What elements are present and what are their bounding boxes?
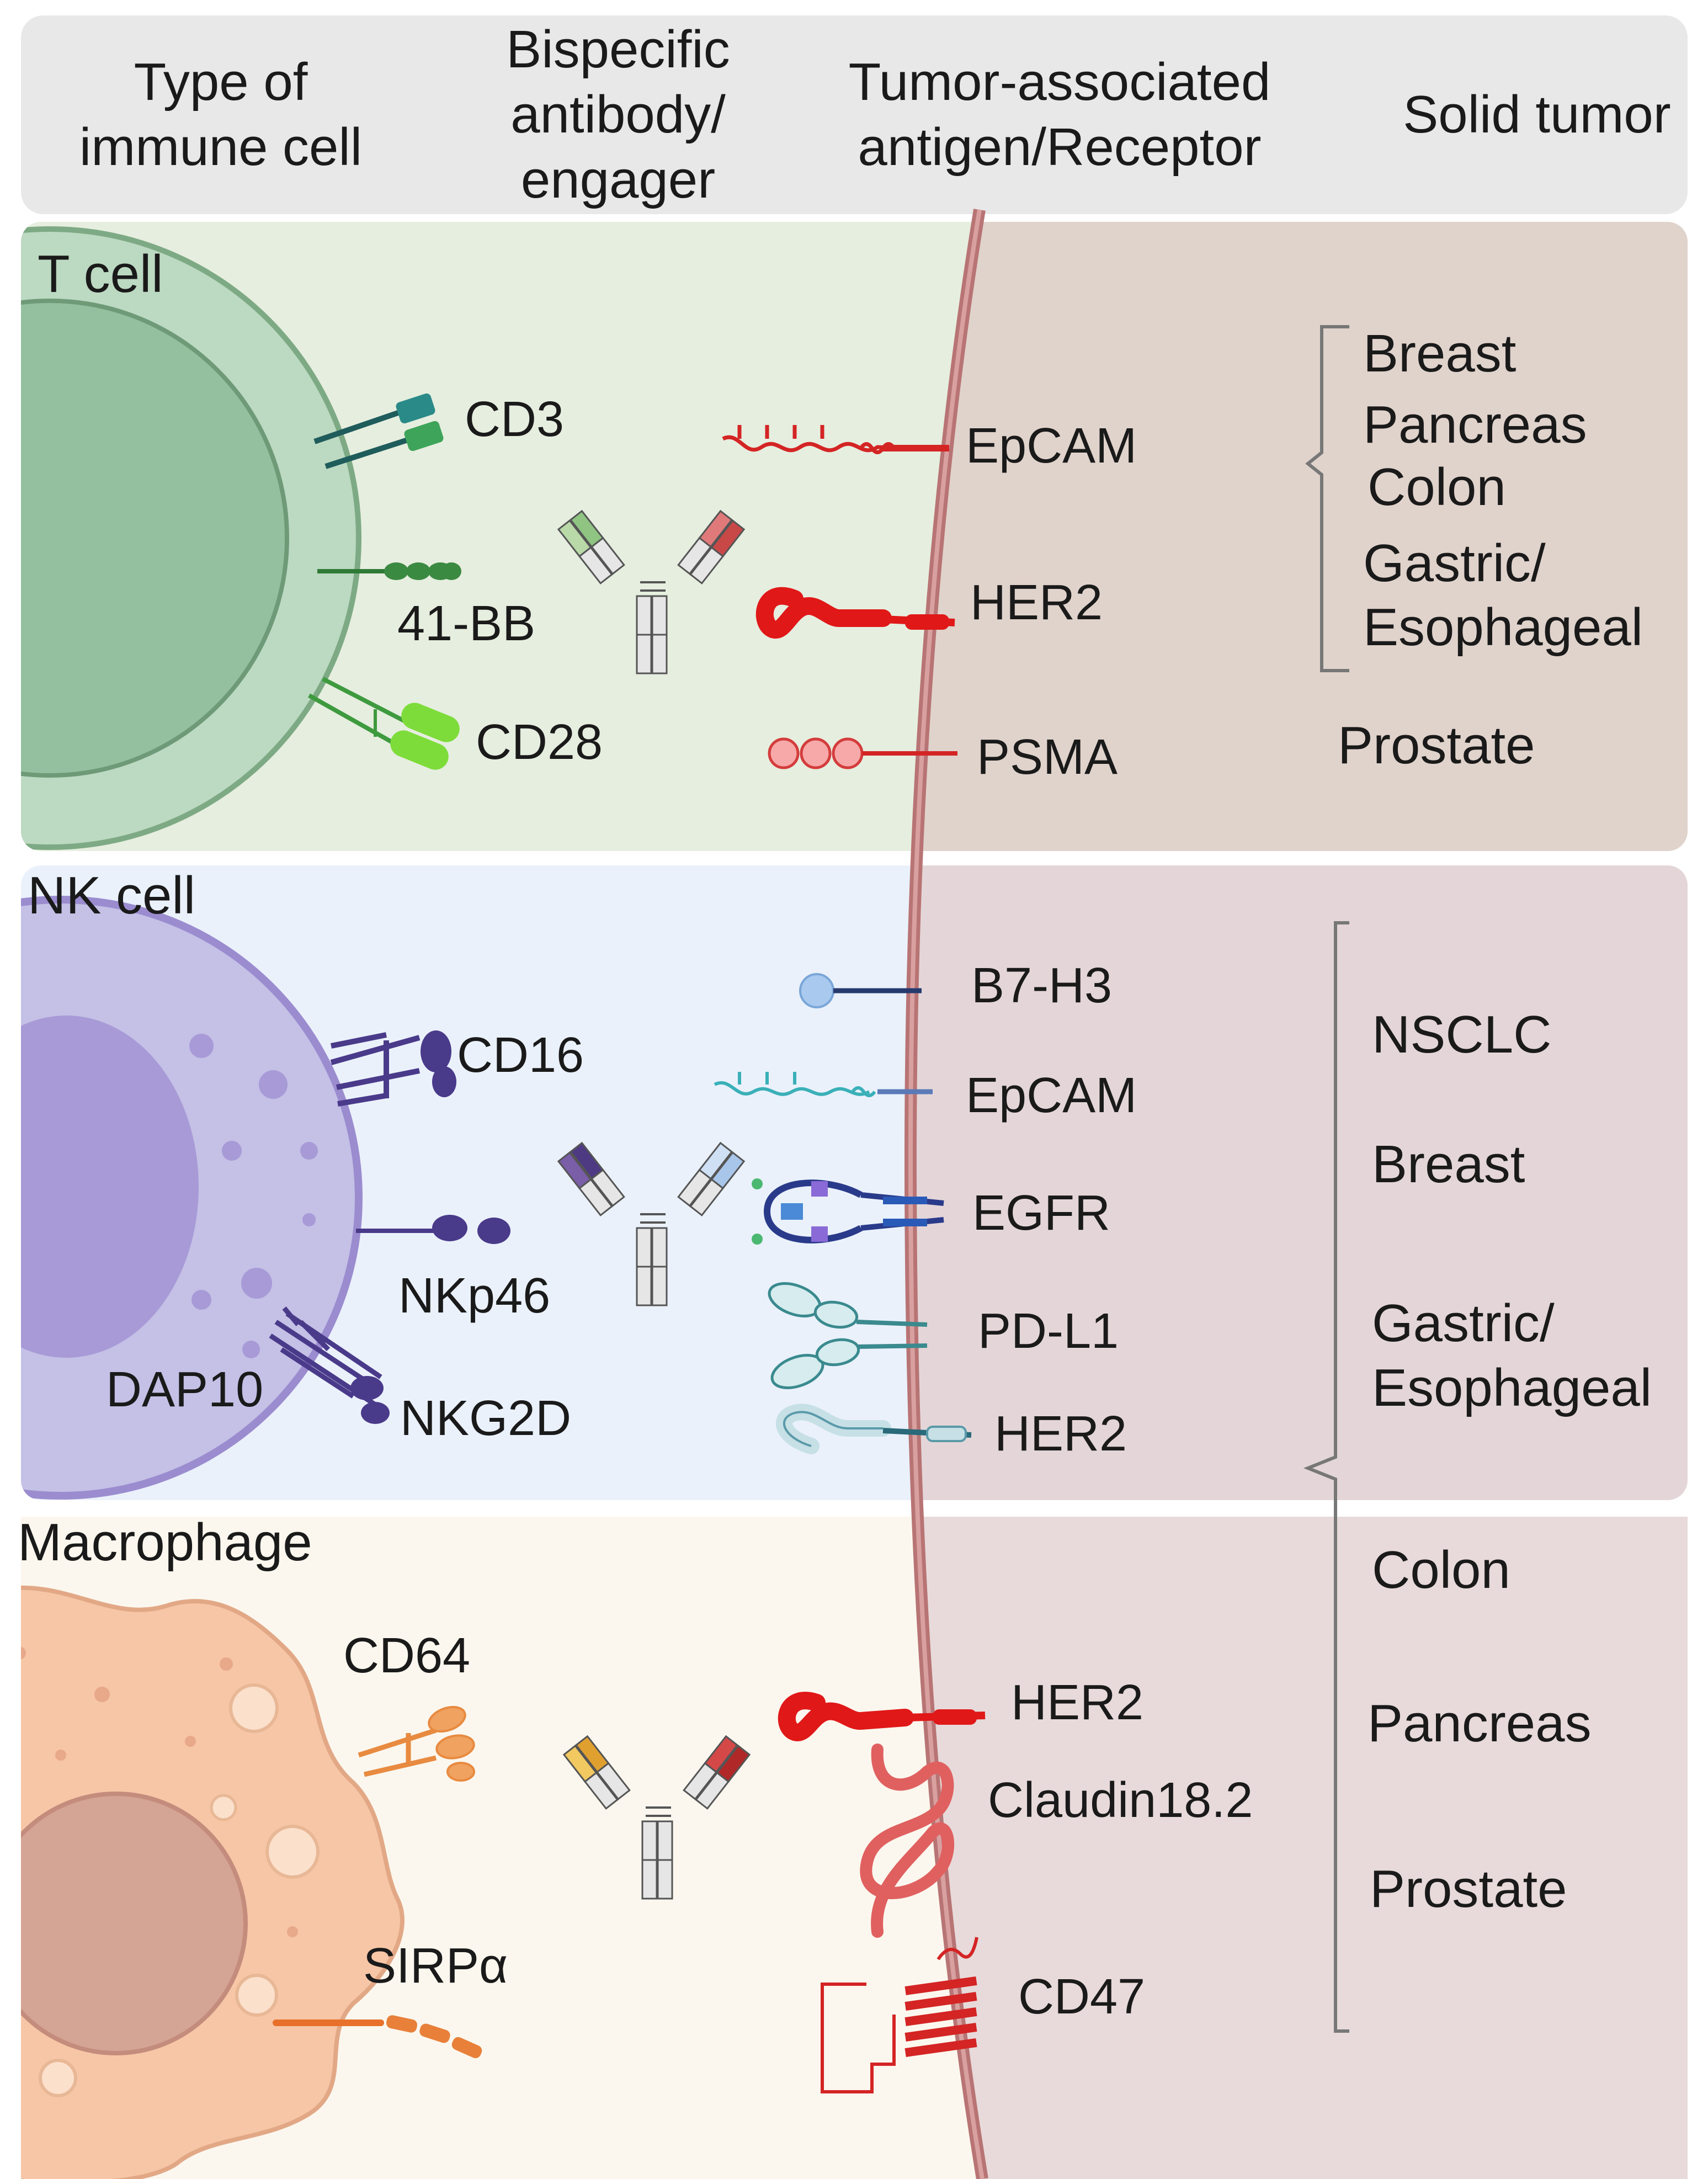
- label-dap10: DAP10: [106, 1362, 264, 1417]
- label-psma: PSMA: [977, 730, 1118, 785]
- bispecific-antibody-nk: [557, 1141, 746, 1306]
- tumor-breast-shared: Breast: [1372, 1135, 1525, 1194]
- psma-antigen: [768, 737, 957, 769]
- label-nkp46: NKp46: [398, 1268, 551, 1324]
- tumor-region-mac: [917, 1517, 1688, 2179]
- label-claudin182: Claudin18.2: [988, 1773, 1253, 1828]
- label-cd47: CD47: [1018, 1969, 1146, 2024]
- header-solid-tumor: Solid tumor: [1374, 15, 1700, 214]
- tumor-colon-shared: Colon: [1372, 1540, 1510, 1599]
- cd64-receptor: [358, 1705, 475, 1782]
- label-cd28: CD28: [476, 715, 603, 770]
- pdl1-antigen: [768, 1282, 928, 1389]
- tumor-breast-t: Breast: [1363, 324, 1517, 383]
- tumor-gastric-shared: Gastric/: [1372, 1294, 1555, 1353]
- her2-antigen-nk: [776, 1404, 972, 1454]
- tumor-colon-t: Colon: [1368, 458, 1506, 517]
- epcam-antigen-nk: [714, 1072, 933, 1097]
- tumor-membrane-inner: [908, 209, 985, 2179]
- label-her2-nk: HER2: [994, 1406, 1127, 1461]
- header-antibody-line3: engager: [520, 150, 716, 209]
- b7h3-antigen: [799, 973, 922, 1008]
- bispecific-antibody-t: [557, 509, 746, 674]
- her2-antigen-t: [755, 587, 955, 639]
- label-cd16: CD16: [457, 1028, 584, 1083]
- 41bb-receptor: [317, 562, 461, 580]
- label-pdl1: PD-L1: [978, 1304, 1119, 1359]
- t-tumor-bracket: [1305, 325, 1349, 672]
- her2-antigen-mac: [778, 1692, 986, 1741]
- tumor-prostate-t: Prostate: [1338, 716, 1535, 775]
- cd47-antigen: [821, 1937, 978, 2093]
- tumor-pancreas-t: Pancreas: [1363, 395, 1587, 454]
- header-antibody-line2: antibody/: [510, 85, 726, 144]
- label-cd3: CD3: [465, 392, 565, 447]
- header-antibody: Bispecific antibody/ engager: [441, 15, 795, 214]
- epcam-antigen-t: [722, 425, 949, 454]
- cd16-receptor: [330, 1030, 456, 1107]
- macrophage-cell: [21, 1585, 405, 2179]
- nkp46-receptor: [356, 1215, 510, 1244]
- cd3-receptor: [313, 393, 444, 469]
- label-her2-mac: HER2: [1011, 1675, 1144, 1730]
- shared-tumor-bracket: [1303, 921, 1349, 2033]
- header-antigen-line2: antigen/Receptor: [858, 118, 1262, 177]
- header-tumor-text: Solid tumor: [1403, 85, 1671, 144]
- t-cell: [21, 226, 361, 850]
- tumor-gastric-t: Gastric/: [1363, 534, 1546, 593]
- tumor-region-nk: [911, 865, 1688, 1500]
- dap10-nkg2d-receptor: [269, 1306, 390, 1424]
- tumor-nsclc: NSCLC: [1372, 1005, 1552, 1064]
- tumor-prostate-shared: Prostate: [1370, 1859, 1567, 1918]
- label-b7h3: B7-H3: [971, 958, 1113, 1013]
- label-epcam-t: EpCAM: [966, 418, 1137, 474]
- label-41bb: 41-BB: [397, 596, 536, 651]
- tumor-region-t: [911, 222, 1688, 851]
- bispecific-antibody-mac: [562, 1735, 751, 1900]
- label-nkg2d: NKG2D: [400, 1391, 572, 1446]
- header-immune-cell: Type of immune cell: [22, 15, 419, 214]
- header-antigen-line1: Tumor-associated: [848, 52, 1271, 111]
- header-antibody-line1: Bispecific: [506, 20, 730, 79]
- header-immune-line2: immune cell: [79, 118, 363, 177]
- label-epcam-nk: EpCAM: [966, 1068, 1137, 1123]
- sirpa-receptor: [273, 2015, 482, 2059]
- nk-cell-title: NK cell: [28, 866, 196, 925]
- egfr-antigen: [752, 1178, 944, 1245]
- label-sirpa: SIRPα: [363, 1938, 508, 1994]
- header-immune-line1: Type of: [134, 52, 308, 111]
- label-her2-t: HER2: [970, 575, 1103, 630]
- header-antigen: Tumor-associated antigen/Receptor: [795, 15, 1324, 214]
- t-cell-title: T cell: [38, 245, 163, 304]
- label-egfr: EGFR: [972, 1186, 1111, 1241]
- tumor-pancreas-shared: Pancreas: [1368, 1694, 1592, 1753]
- nk-cell: [21, 896, 363, 1500]
- cd28-receptor: [308, 677, 460, 770]
- tumor-esophageal-shared: Esophageal: [1372, 1358, 1652, 1417]
- header-band: [21, 15, 1688, 214]
- tumor-esophageal-t: Esophageal: [1363, 598, 1643, 657]
- label-cd64: CD64: [343, 1628, 471, 1683]
- claudin182-antigen: [860, 1744, 955, 1938]
- macrophage-title: Macrophage: [18, 1513, 312, 1572]
